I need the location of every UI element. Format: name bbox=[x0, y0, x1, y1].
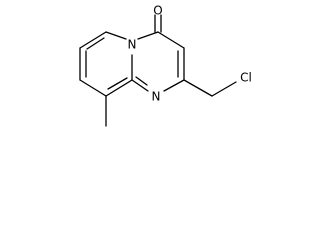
bond-c4-c3 bbox=[157, 31, 185, 49]
chemical-structure-diagram: O N N Cl bbox=[79, 4, 252, 127]
bonds bbox=[79, 14, 237, 127]
atom-labels: O N N Cl bbox=[128, 4, 252, 104]
bond-c2-ch2 bbox=[183, 79, 213, 97]
atom-chlorine-label: Cl bbox=[240, 71, 252, 85]
bond-n5-c4 bbox=[137, 31, 159, 40]
bond-n1-c9 bbox=[131, 79, 149, 92]
bond-c7-c8 bbox=[79, 79, 107, 97]
bond-ch2-cl bbox=[211, 81, 237, 97]
bond-c8-c9 bbox=[105, 79, 133, 97]
bond-n1-c9-inner bbox=[135, 76, 148, 86]
atom-nitrogen-label: N bbox=[152, 90, 161, 104]
atom-nitrogen-bridgehead-label: N bbox=[128, 38, 137, 52]
bond-n5-c5 bbox=[105, 31, 127, 40]
bond-c8-c9-inner bbox=[107, 77, 128, 90]
atom-oxygen-label: O bbox=[153, 4, 162, 18]
bond-c5-c6 bbox=[79, 31, 107, 49]
bond-c5-c6-inner bbox=[86, 37, 105, 50]
bond-c2-n1 bbox=[163, 79, 185, 92]
